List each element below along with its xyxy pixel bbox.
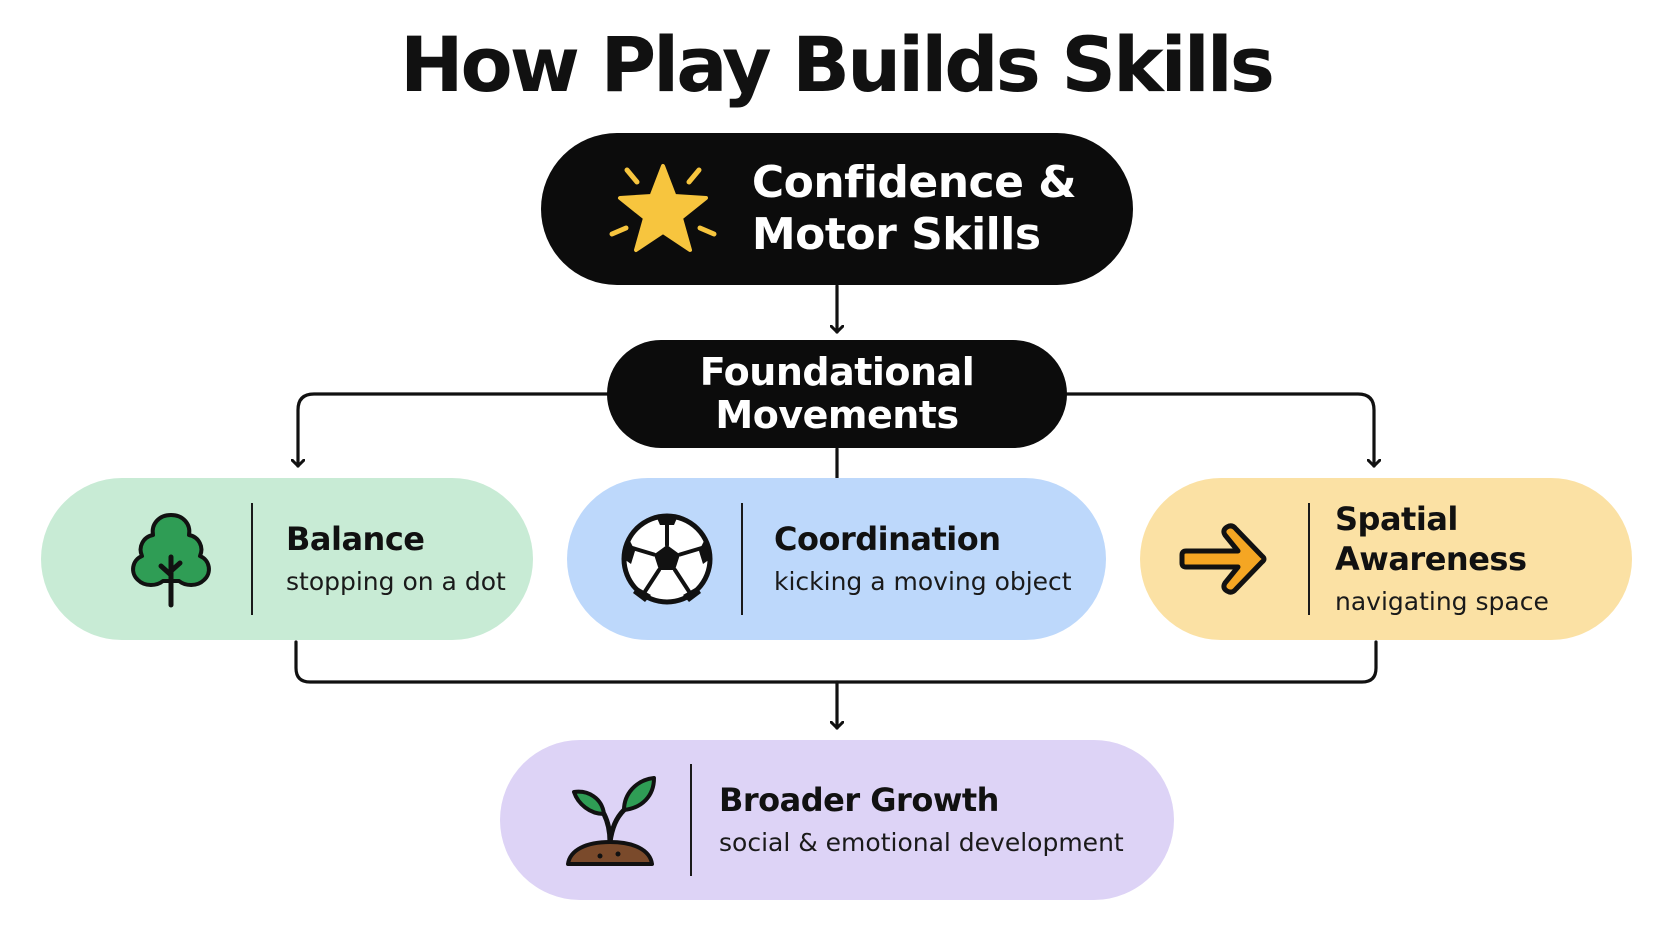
middle-node-label-line1: Foundational	[699, 350, 975, 394]
skill-name: Spatial Awareness	[1335, 500, 1527, 578]
card-divider	[1308, 503, 1310, 615]
skill-card-balance: Balance stopping on a dot	[41, 478, 533, 640]
sprout-icon	[560, 770, 660, 870]
merge-line	[294, 640, 1378, 684]
skill-card-spatial-awareness: Spatial Awareness navigating space	[1140, 478, 1632, 640]
skill-description: navigating space	[1335, 587, 1549, 616]
tree-icon	[121, 509, 221, 609]
card-divider	[741, 503, 743, 615]
outcome-card-broader-growth: Broader Growth social & emotional develo…	[500, 740, 1174, 900]
skill-card-coordination: Coordination kicking a moving object	[567, 478, 1106, 640]
skill-name: Balance	[286, 520, 425, 558]
skill-description: stopping on a dot	[286, 567, 506, 596]
top-node-label-line1: Confidence &	[751, 157, 1077, 208]
outcome-description: social & emotional development	[719, 828, 1124, 857]
arrow-middle-to-spatial	[1065, 392, 1374, 468]
star-icon	[598, 144, 728, 274]
page-title: How Play Builds Skills	[399, 20, 1275, 109]
soccer-ball-icon	[617, 509, 717, 609]
top-node-confidence: Confidence & Motor Skills	[541, 133, 1133, 285]
outcome-name: Broader Growth	[719, 781, 999, 819]
card-divider	[690, 764, 692, 876]
skill-name: Coordination	[774, 520, 1001, 558]
arrow-right-icon	[1178, 509, 1278, 609]
skill-description: kicking a moving object	[774, 567, 1072, 596]
middle-node-foundational: Foundational Movements	[607, 340, 1067, 448]
card-divider	[251, 503, 253, 615]
arrow-middle-to-balance	[298, 392, 609, 468]
top-node-label-line2: Motor Skills	[751, 209, 1041, 260]
middle-node-label-line2: Movements	[715, 393, 959, 437]
